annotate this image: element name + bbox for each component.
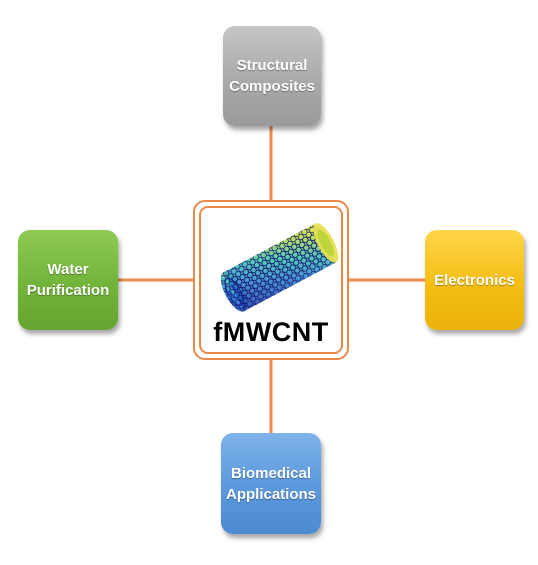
water-purification-line1: Water — [47, 261, 89, 278]
center-label: fMWCNT — [213, 317, 329, 347]
water-purification-line2: Purification — [26, 282, 110, 299]
structural-composites-line1: Structural — [236, 57, 308, 74]
nanotube-icon — [220, 223, 339, 312]
center-node-inner: fMWCNT — [199, 206, 343, 354]
biomedical-applications-node: Biomedical Applications — [221, 433, 321, 534]
structural-composites-line2: Composites — [229, 78, 315, 95]
center-node: fMWCNT — [193, 200, 349, 360]
electronics-label: Electronics — [434, 271, 515, 289]
structural-composites-node: Structural Composites — [223, 26, 321, 126]
biomedical-applications-line1: Biomedical — [230, 464, 312, 482]
electronics-node: Electronics — [425, 230, 524, 330]
water-purification-node: Water Purification — [18, 230, 118, 330]
biomedical-applications-line2: Applications — [226, 485, 317, 503]
